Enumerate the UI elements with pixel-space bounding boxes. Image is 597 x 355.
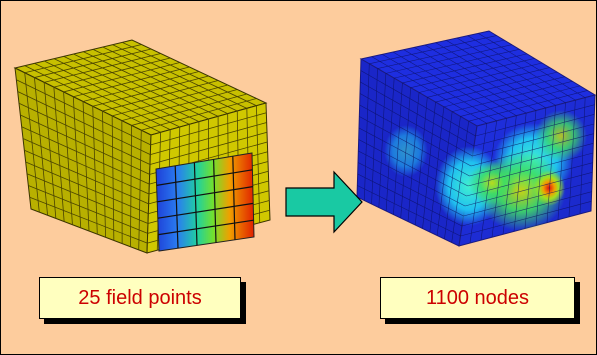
right-mesh-model	[356, 30, 596, 247]
nodes-caption: 1100 nodes	[380, 277, 575, 319]
right-mesh-lines	[357, 33, 595, 244]
field-window	[155, 152, 255, 252]
left-mesh-model	[13, 39, 271, 254]
field-points-caption: 25 field points	[39, 277, 241, 319]
right-arrow-icon	[285, 170, 363, 234]
